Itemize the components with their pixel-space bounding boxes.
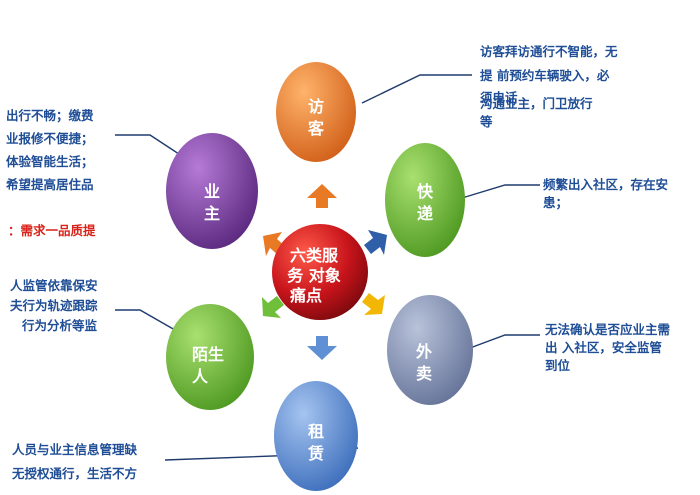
annotation-rental-line2: 无授权通行，生活不方 [12, 466, 138, 481]
annotation-visitor-line3: 须电话 [480, 90, 518, 105]
annotation-express-line1: 频繁出入社区，存在安 [543, 177, 669, 192]
arrow-up [307, 184, 337, 208]
annotation-visitor-line4: 沟通业主，门卫放行 [480, 96, 593, 111]
node-stranger-label-1: 陌生 [192, 345, 224, 364]
node-visitor-label-1: 访 [308, 97, 324, 116]
annotation-takeout-line3: 到位 [545, 358, 571, 373]
annotation-takeout-line1: 无法确认是否应业主需 [545, 322, 671, 337]
annotation-owner-line2: 业报修不便捷； [6, 131, 94, 146]
node-owner-label-2: 主 [204, 204, 220, 223]
annotation-owner-line1: 出行不畅；缴费 [6, 108, 94, 123]
annotation-rental-line1: 人员与业主信息管理缺 [12, 442, 138, 457]
node-takeout-label-1: 外 [415, 342, 432, 361]
annotation-express: 频繁出入社区，存在安 患； [543, 176, 700, 212]
annotation-visitor-line5: 等 [480, 114, 493, 129]
node-visitor: 访 客 [276, 62, 356, 162]
connector-takeout [469, 334, 540, 349]
connector-stranger [115, 309, 176, 331]
annotation-stranger-line3: 行为分析等监 [22, 318, 98, 333]
connector-owner [115, 134, 186, 159]
node-stranger-label-2: 人 [192, 367, 209, 386]
connector-visitor [361, 74, 472, 104]
annotation-visitor: 访客拜访通行不智能，无 提 前预约车辆驶入，必 须电话 沟通业主，门卫放行 等 [480, 43, 618, 131]
arrow-downleft [262, 296, 284, 318]
node-rental-label-1: 租 [308, 422, 324, 441]
center-label-line3: 痛点 [289, 286, 322, 305]
node-rental: 租 赁 [274, 381, 358, 491]
arrow-upright [364, 230, 387, 255]
node-express-label-1: 快 [417, 182, 434, 201]
node-express-label-2: 递 [417, 204, 433, 223]
node-owner: 业 主 [166, 133, 258, 249]
annotation-owner-line3: 体验智能生活； [6, 154, 94, 169]
arrow-down [307, 336, 337, 360]
node-stranger: 陌生 人 [166, 304, 254, 410]
center-node: 六类服 务 对象 痛点 [272, 224, 368, 320]
annotation-visitor-line1: 访客拜访通行不智能，无 [480, 44, 618, 59]
annotation-express-line2: 患； [543, 195, 569, 210]
annotation-stranger-line2: 夫行为轨迹跟踪 [10, 298, 98, 313]
annotation-owner-highlight: ：需求一品质提 [8, 223, 96, 238]
annotation-rental: 人员与业主信息管理缺 无授权通行，生活不方 [12, 438, 137, 486]
annotation-stranger-line1: 人监管依靠保安 [10, 278, 98, 293]
node-takeout: 外 卖 [387, 295, 473, 405]
connector-express [461, 184, 540, 199]
annotation-owner: 出行不畅；缴费 业报修不便捷； 体验智能生活； 希望提高居住品 [6, 104, 94, 196]
node-takeout-label-2: 卖 [416, 364, 432, 383]
node-express: 快 递 [385, 143, 465, 257]
annotation-stranger: 人监管依靠保安 夫行为轨迹跟踪 行为分析等监 [10, 276, 98, 336]
annotation-takeout: 无法确认是否应业主需 出 入社区，安全监管 到位 [545, 321, 700, 375]
annotation-takeout-line2: 出 入社区，安全监管 [545, 340, 662, 355]
annotation-owner-line4: 希望提高居住品 [6, 177, 94, 192]
node-rental-label-2: 赁 [307, 444, 324, 463]
arrow-downright [362, 293, 385, 315]
node-visitor-label-2: 客 [308, 119, 325, 138]
center-label-line2: 务 对象 [287, 266, 341, 285]
node-owner-label-1: 业 [204, 182, 220, 201]
center-label-line1: 六类服 [290, 246, 339, 265]
annotation-visitor-line2: 提 前预约车辆驶入，必 [480, 68, 610, 83]
